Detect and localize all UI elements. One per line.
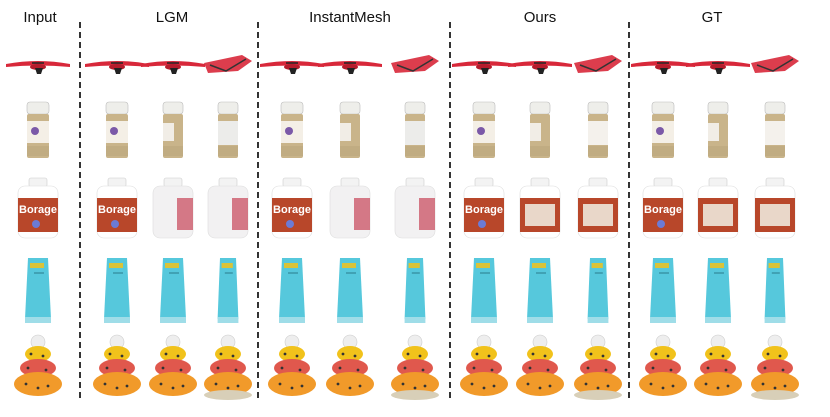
borage-bottle-ours-view-3 <box>577 177 619 239</box>
borage-bottle-lgm-view-3 <box>207 177 249 239</box>
header-instantmesh: InstantMesh <box>309 9 391 26</box>
spice-jar-instantmesh-view-1 <box>280 101 304 158</box>
header-ours: Ours <box>523 9 557 26</box>
airplane-input-view-1 <box>6 61 70 74</box>
borage-bottle-gt-view-1: Borage <box>642 177 684 239</box>
stacking-toy-ours-view-1 <box>460 334 508 396</box>
spice-jar-ours-view-1 <box>472 101 496 158</box>
tube-ours-view-3 <box>587 258 609 323</box>
stacking-toy-lgm-view-2 <box>149 334 197 396</box>
svg-text:Borage: Borage <box>465 204 503 216</box>
tube-input-view-1 <box>25 258 51 323</box>
spice-jar-gt-view-2 <box>707 101 729 158</box>
separator-ours-gt <box>628 22 630 398</box>
tube-lgm-view-1 <box>104 258 130 323</box>
spice-jar-lgm-view-1 <box>105 101 129 158</box>
borage-bottle-input-view-1: Borage <box>17 177 59 239</box>
svg-text:Borage: Borage <box>273 204 311 216</box>
svg-text:Borage: Borage <box>19 204 57 216</box>
borage-bottle-lgm-view-2 <box>152 177 194 239</box>
svg-text:Borage: Borage <box>644 204 682 216</box>
tube-ours-view-1 <box>471 258 497 323</box>
spice-jar-instantmesh-view-2 <box>339 101 361 158</box>
svg-text:Borage: Borage <box>98 204 136 216</box>
separator-instantmesh-ours <box>449 22 451 398</box>
airplane-instantmesh-view-3 <box>391 55 439 73</box>
tube-ours-view-2 <box>527 258 553 323</box>
spice-jar-input-view-1 <box>26 101 50 158</box>
stacking-toy-ours-view-3 <box>574 334 622 400</box>
tube-gt-view-3 <box>764 258 786 323</box>
tube-instantmesh-view-3 <box>404 258 426 323</box>
airplane-ours-view-1 <box>452 61 516 74</box>
header-input: Input <box>23 9 57 26</box>
stacking-toy-lgm-view-3 <box>204 334 252 400</box>
stacking-toy-instantmesh-view-1 <box>268 334 316 396</box>
airplane-instantmesh-view-2 <box>318 61 382 74</box>
airplane-lgm-view-1 <box>85 61 149 74</box>
separator-lgm-instantmesh <box>257 22 259 398</box>
tube-instantmesh-view-1 <box>279 258 305 323</box>
tube-instantmesh-view-2 <box>337 258 363 323</box>
borage-bottle-instantmesh-view-2 <box>329 177 371 239</box>
tube-lgm-view-3 <box>217 258 239 323</box>
airplane-ours-view-3 <box>574 55 622 73</box>
tube-lgm-view-2 <box>160 258 186 323</box>
borage-bottle-lgm-view-1: Borage <box>96 177 138 239</box>
tube-gt-view-2 <box>705 258 731 323</box>
borage-bottle-instantmesh-view-1: Borage <box>271 177 313 239</box>
borage-bottle-gt-view-2 <box>697 177 739 239</box>
tube-gt-view-1 <box>650 258 676 323</box>
airplane-ours-view-2 <box>508 61 572 74</box>
spice-jar-ours-view-3 <box>587 101 609 158</box>
spice-jar-lgm-view-2 <box>162 101 184 158</box>
airplane-lgm-view-3 <box>204 55 252 73</box>
stacking-toy-ours-view-2 <box>516 334 564 396</box>
spice-jar-ours-view-2 <box>529 101 551 158</box>
airplane-gt-view-2 <box>686 61 750 74</box>
header-gt: GT <box>701 9 723 26</box>
airplane-gt-view-3 <box>751 55 799 73</box>
borage-bottle-instantmesh-view-3 <box>394 177 436 239</box>
spice-jar-gt-view-3 <box>764 101 786 158</box>
airplane-gt-view-1 <box>631 61 695 74</box>
borage-bottle-gt-view-3 <box>754 177 796 239</box>
stacking-toy-gt-view-2 <box>694 334 742 396</box>
spice-jar-lgm-view-3 <box>217 101 239 158</box>
stacking-toy-gt-view-3 <box>751 334 799 400</box>
airplane-lgm-view-2 <box>141 61 205 74</box>
borage-bottle-ours-view-2 <box>519 177 561 239</box>
stacking-toy-instantmesh-view-3 <box>391 334 439 400</box>
header-lgm: LGM <box>155 9 189 26</box>
spice-jar-gt-view-1 <box>651 101 675 158</box>
airplane-instantmesh-view-1 <box>260 61 324 74</box>
stacking-toy-instantmesh-view-2 <box>326 334 374 396</box>
stacking-toy-input-view-1 <box>14 334 62 396</box>
stacking-toy-gt-view-1 <box>639 334 687 396</box>
separator-input-lgm <box>79 22 81 398</box>
borage-bottle-ours-view-1: Borage <box>463 177 505 239</box>
stacking-toy-lgm-view-1 <box>93 334 141 396</box>
spice-jar-instantmesh-view-3 <box>404 101 426 158</box>
